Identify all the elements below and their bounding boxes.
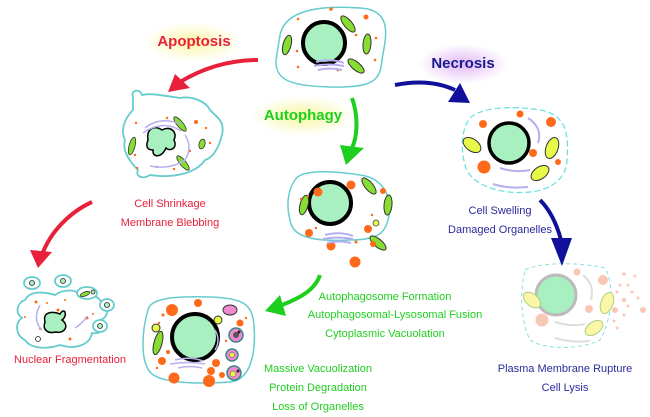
normal-cell	[275, 6, 387, 88]
label-cytoplasmic-vacuolation: Cytoplasmic Vacuolation	[325, 328, 445, 340]
label-autophagosome-formation: Autophagosome Formation	[318, 291, 452, 303]
lysed-cell	[521, 263, 646, 348]
autophagic-cell	[287, 170, 393, 268]
apoptotic-cell	[122, 89, 224, 179]
apoptosis-arrow-1	[168, 58, 259, 92]
apoptosis-glow	[143, 22, 243, 62]
label-autophagosomal-lysosomal-fusion: Autophagosomal-Lysosomal Fusion	[307, 309, 483, 321]
apoptosis-title: Apoptosis	[157, 33, 231, 50]
label-protein-degradation: Protein Degradation	[269, 382, 367, 394]
label-loss-of-organelles: Loss of Organelles	[272, 401, 364, 413]
autophagy-arrow-1	[340, 97, 364, 165]
label-membrane-blebbing: Membrane Blebbing	[120, 217, 220, 229]
necrosis-arrow-1	[394, 80, 470, 103]
vacuolized-cell	[142, 296, 256, 387]
label-nuclear-fragmentation: Nuclear Fragmentation	[14, 354, 126, 366]
apoptosis-arrow-2	[30, 200, 93, 268]
necrosis-glow	[418, 44, 508, 84]
necrosis-arrow-2	[538, 198, 572, 266]
label-damaged-organelles: Damaged Organelles	[448, 224, 552, 236]
autophagy-arrow-2	[265, 274, 322, 316]
swollen-cell	[461, 107, 569, 194]
label-plasma-membrane-rupture: Plasma Membrane Rupture	[497, 363, 633, 375]
autophagy-glow	[251, 96, 355, 136]
label-cell-lysis: Cell Lysis	[541, 382, 589, 394]
necrosis-title: Necrosis	[431, 55, 495, 72]
label-massive-vacuolization: Massive Vacuolization	[263, 363, 372, 375]
label-cell-swelling: Cell Swelling	[468, 205, 532, 217]
fragmented-cell	[16, 274, 115, 349]
label-cell-shrinkage: Cell Shrinkage	[134, 198, 206, 210]
autophagy-title: Autophagy	[263, 107, 343, 124]
